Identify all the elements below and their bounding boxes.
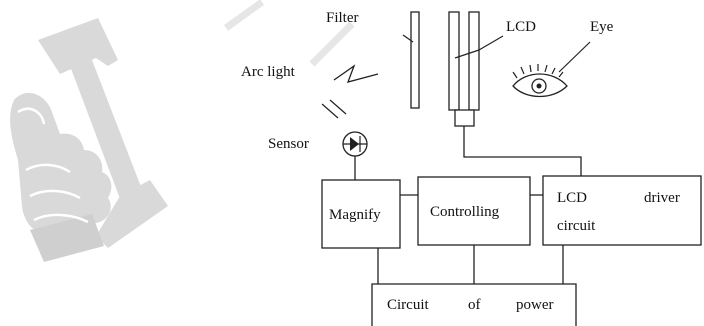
watermark-stroke-icon xyxy=(223,0,355,67)
filter-plate xyxy=(410,11,420,109)
lcd-plate-right xyxy=(468,11,480,111)
arc-ray-lines xyxy=(321,99,347,119)
lcd-plate-left xyxy=(448,11,460,111)
watermark-hand-outline xyxy=(17,107,89,224)
magnify-label: Magnify xyxy=(329,207,381,223)
sensor-diode-icon xyxy=(342,131,368,157)
power-label-of: of xyxy=(468,297,481,313)
watermark-logo-icon xyxy=(10,18,168,262)
lcd-driver-label-lcd: LCD xyxy=(557,190,587,206)
power-label-power: power xyxy=(516,297,554,313)
power-label-circuit: Circuit xyxy=(387,297,429,313)
arc-light-zigzag xyxy=(333,64,379,83)
magnify-block xyxy=(321,179,401,249)
controlling-label: Controlling xyxy=(430,204,500,220)
arc-light-label: Arc light xyxy=(241,64,296,80)
eye-icon xyxy=(512,41,591,98)
lcd-driver-label-circuit: circuit xyxy=(557,218,596,234)
sensor-label: Sensor xyxy=(268,136,309,152)
lcd-leader-line xyxy=(454,35,504,59)
filter-label: Filter xyxy=(326,10,359,26)
circuit-wires xyxy=(354,126,582,284)
controlling-block xyxy=(417,176,531,246)
lcd-connector-tab xyxy=(454,109,475,127)
eye-label: Eye xyxy=(590,19,614,35)
filter-leader-line xyxy=(402,34,414,43)
lcd-driver-block xyxy=(542,175,702,246)
power-block xyxy=(371,283,577,326)
lcd-label: LCD xyxy=(506,19,536,35)
lcd-driver-label-driver: driver xyxy=(644,190,680,206)
